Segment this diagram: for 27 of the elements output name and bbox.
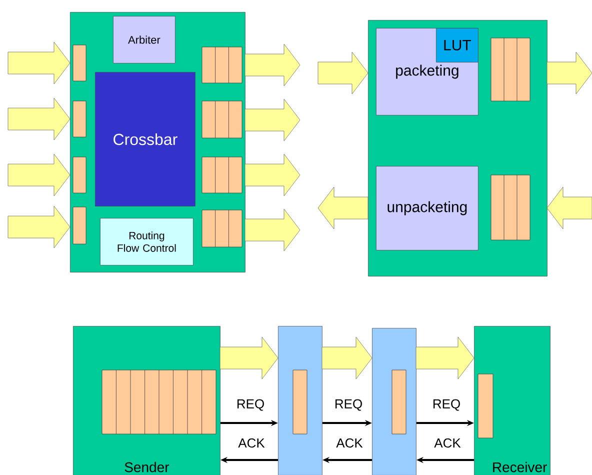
block-arrow — [220, 336, 278, 380]
block-arrow — [244, 44, 300, 86]
unpacketing-box: unpacketing — [376, 166, 478, 250]
block-arrow — [244, 208, 300, 252]
lut-box: LUT — [436, 28, 478, 62]
block-arrow — [244, 154, 300, 196]
edge-label: ACK — [335, 437, 364, 449]
block-arrow — [546, 52, 592, 94]
edge-label: ACK — [237, 437, 266, 449]
crossbar-box: Crossbar — [95, 72, 196, 206]
block-arrow — [546, 186, 592, 230]
block-arrow — [8, 206, 70, 248]
block-arrow — [318, 186, 368, 230]
edge-label: REQ — [235, 398, 266, 412]
block-arrow — [322, 336, 372, 380]
block-arrow — [8, 98, 70, 140]
block-arrow — [416, 336, 474, 380]
edge-label: REQ — [333, 398, 364, 412]
block-arrow — [8, 154, 70, 196]
edge-label: ACK — [433, 437, 462, 449]
block-arrow — [8, 42, 70, 84]
block-arrow — [244, 98, 300, 142]
edge-label: REQ — [431, 398, 462, 412]
receiver-box: Receiver — [474, 326, 550, 475]
arbiter-box: Arbiter — [113, 16, 176, 64]
block-arrow — [318, 52, 368, 94]
control-box: Routing Flow Control — [100, 218, 194, 266]
